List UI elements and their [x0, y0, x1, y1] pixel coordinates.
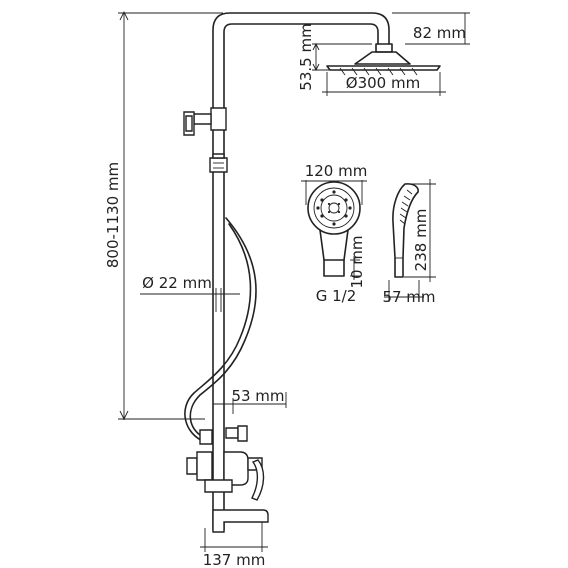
riser-pipe — [212, 12, 390, 531]
slide-holder — [209, 153, 228, 173]
hand-length-label: 238 mm — [412, 209, 430, 272]
overall-height-label: 800-1130 mm — [104, 162, 122, 268]
hose-connector — [199, 425, 248, 445]
pipe-diameter-label: Ø 22 mm — [142, 274, 212, 292]
diverter-knob — [183, 107, 227, 136]
head-diameter-label: Ø300 mm — [346, 74, 420, 92]
mixer-depth-dimension — [200, 522, 268, 552]
hand-depth-label: 57 mm — [382, 288, 435, 306]
pipe-diameter-dimension — [140, 288, 240, 312]
hand-shower-front — [301, 180, 367, 280]
overall-height-dimension — [118, 10, 223, 421]
wall-offset-label: 53 mm — [231, 387, 284, 405]
head-thickness-dimension — [312, 42, 372, 72]
hand-width-label: 120 mm — [305, 162, 368, 180]
hand-thread-label: G 1/2 — [316, 287, 357, 305]
bath-spout — [212, 509, 269, 533]
mixer-depth-label: 137 mm — [203, 551, 266, 568]
hand-shower-side — [384, 179, 436, 302]
head-diameter-dimension — [322, 72, 446, 96]
head-thickness-label: 53.5 mm — [297, 23, 315, 90]
head-drop-label: 82 mm — [413, 24, 466, 42]
wall-offset-dimension — [213, 392, 287, 414]
head-drop-dimension — [392, 12, 470, 45]
mixer-valve — [186, 451, 265, 501]
hand-thread-length-label: 10 mm — [348, 235, 366, 288]
shower-hose — [184, 217, 257, 443]
rain-shower-head — [326, 43, 441, 76]
